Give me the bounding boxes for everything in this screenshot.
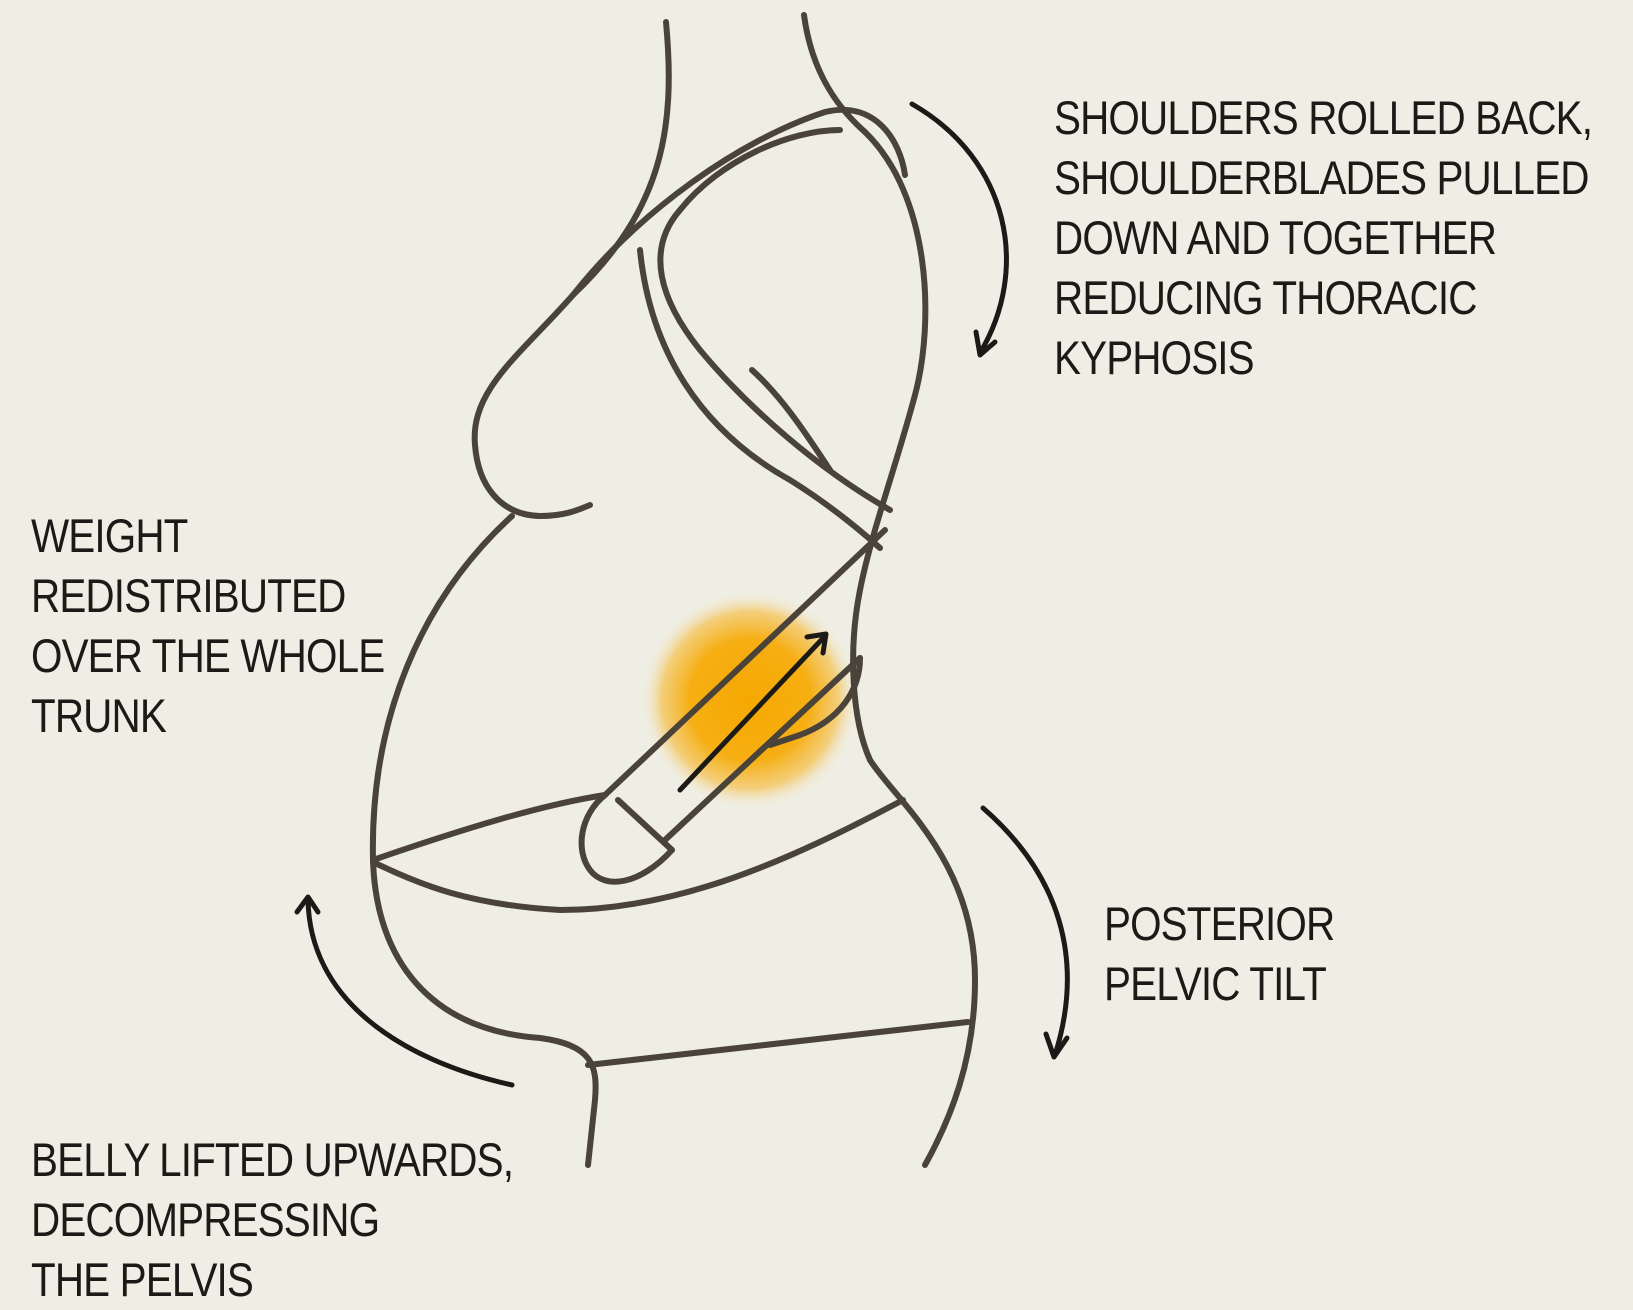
pelvic-line-1: POSTERIOR (1104, 894, 1334, 954)
arm-strap-line (640, 250, 880, 548)
shoulders-annotation: SHOULDERS ROLLED BACK, SHOULDERBLADES PU… (1054, 88, 1592, 388)
weight-line-4: TRUNK (31, 686, 384, 746)
shoulder-strap-outer (573, 110, 905, 295)
shoulder-strap-inner (660, 130, 890, 510)
body-outline (373, 15, 975, 1165)
weight-line-1: WEIGHT (31, 506, 384, 566)
belly-band-top (373, 795, 605, 860)
weight-line-3: OVER THE WHOLE (31, 626, 384, 686)
shoulders-line-3: DOWN AND TOGETHER (1054, 208, 1592, 268)
back-torso-line (853, 132, 975, 1165)
brace-bar-end-ring (618, 800, 672, 850)
shoulders-line-5: KYPHOSIS (1054, 328, 1592, 388)
pelvic-annotation: POSTERIOR PELVIC TILT (1104, 894, 1334, 1014)
shoulders-line-4: REDUCING THORACIC (1054, 268, 1592, 328)
belly-line-3: THE PELVIS (31, 1250, 513, 1310)
belly-arrow-curve (308, 900, 512, 1085)
weight-annotation: WEIGHT REDISTRIBUTED OVER THE WHOLE TRUN… (31, 506, 384, 746)
shoulders-line-1: SHOULDERS ROLLED BACK, (1054, 88, 1592, 148)
pelvic-arrow-curve (983, 808, 1067, 1055)
neck-front-line (573, 22, 669, 295)
belly-line-1: BELLY LIFTED UPWARDS, (31, 1130, 513, 1190)
hip-line (588, 1022, 968, 1065)
front-torso-line (475, 295, 590, 516)
shoulders-line-2: SHOULDERBLADES PULLED (1054, 148, 1592, 208)
pelvic-line-2: PELVIC TILT (1104, 954, 1334, 1014)
pelvic-arrow (983, 808, 1067, 1057)
weight-line-2: REDISTRIBUTED (31, 566, 384, 626)
belly-annotation: BELLY LIFTED UPWARDS, DECOMPRESSING THE … (31, 1130, 513, 1310)
belly-arrow (297, 897, 512, 1085)
belly-line-2: DECOMPRESSING (31, 1190, 513, 1250)
highlight-glow (640, 590, 860, 810)
belly-line (373, 516, 596, 1165)
